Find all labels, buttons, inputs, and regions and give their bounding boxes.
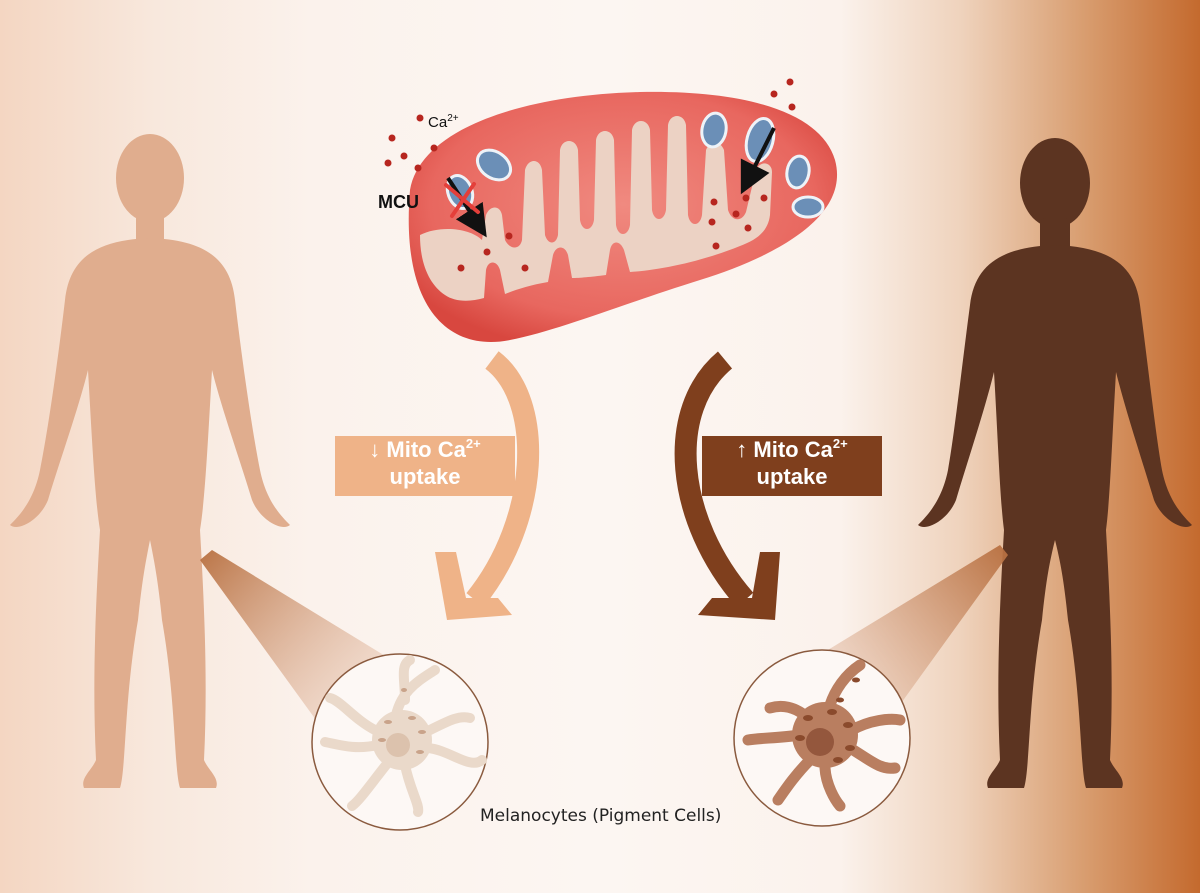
mcu-channel (475, 148, 513, 182)
down-arrow-icon: ↓ (369, 437, 381, 462)
mcu-channel (785, 154, 811, 190)
decreased-uptake-arrow (435, 351, 540, 620)
mcu-channel (791, 195, 825, 219)
increased-uptake-arrow (674, 351, 780, 620)
up-arrow-icon: ↑ (736, 437, 748, 462)
dark-skin-body (918, 138, 1192, 788)
calcium-ion-label: Ca2+ (428, 113, 459, 132)
mitochondrion-cristae (420, 116, 772, 301)
decreased-uptake-label: ↓ Mito Ca2+ uptake (335, 436, 515, 496)
mitochondrion (408, 91, 838, 342)
mcu-channel (700, 111, 728, 149)
increased-uptake-label: ↑ Mito Ca2+ uptake (702, 436, 882, 496)
dark-melanocyte-view (733, 649, 911, 827)
light-skin-body (10, 134, 290, 788)
melanocytes-caption: Melanocytes (Pigment Cells) (480, 806, 722, 826)
light-melanocyte-view (311, 653, 489, 831)
uptake-arrow (740, 127, 776, 195)
calcium-ions (384, 78, 796, 272)
mcu-label: MCU (378, 192, 419, 212)
block-x-icon (444, 182, 480, 218)
